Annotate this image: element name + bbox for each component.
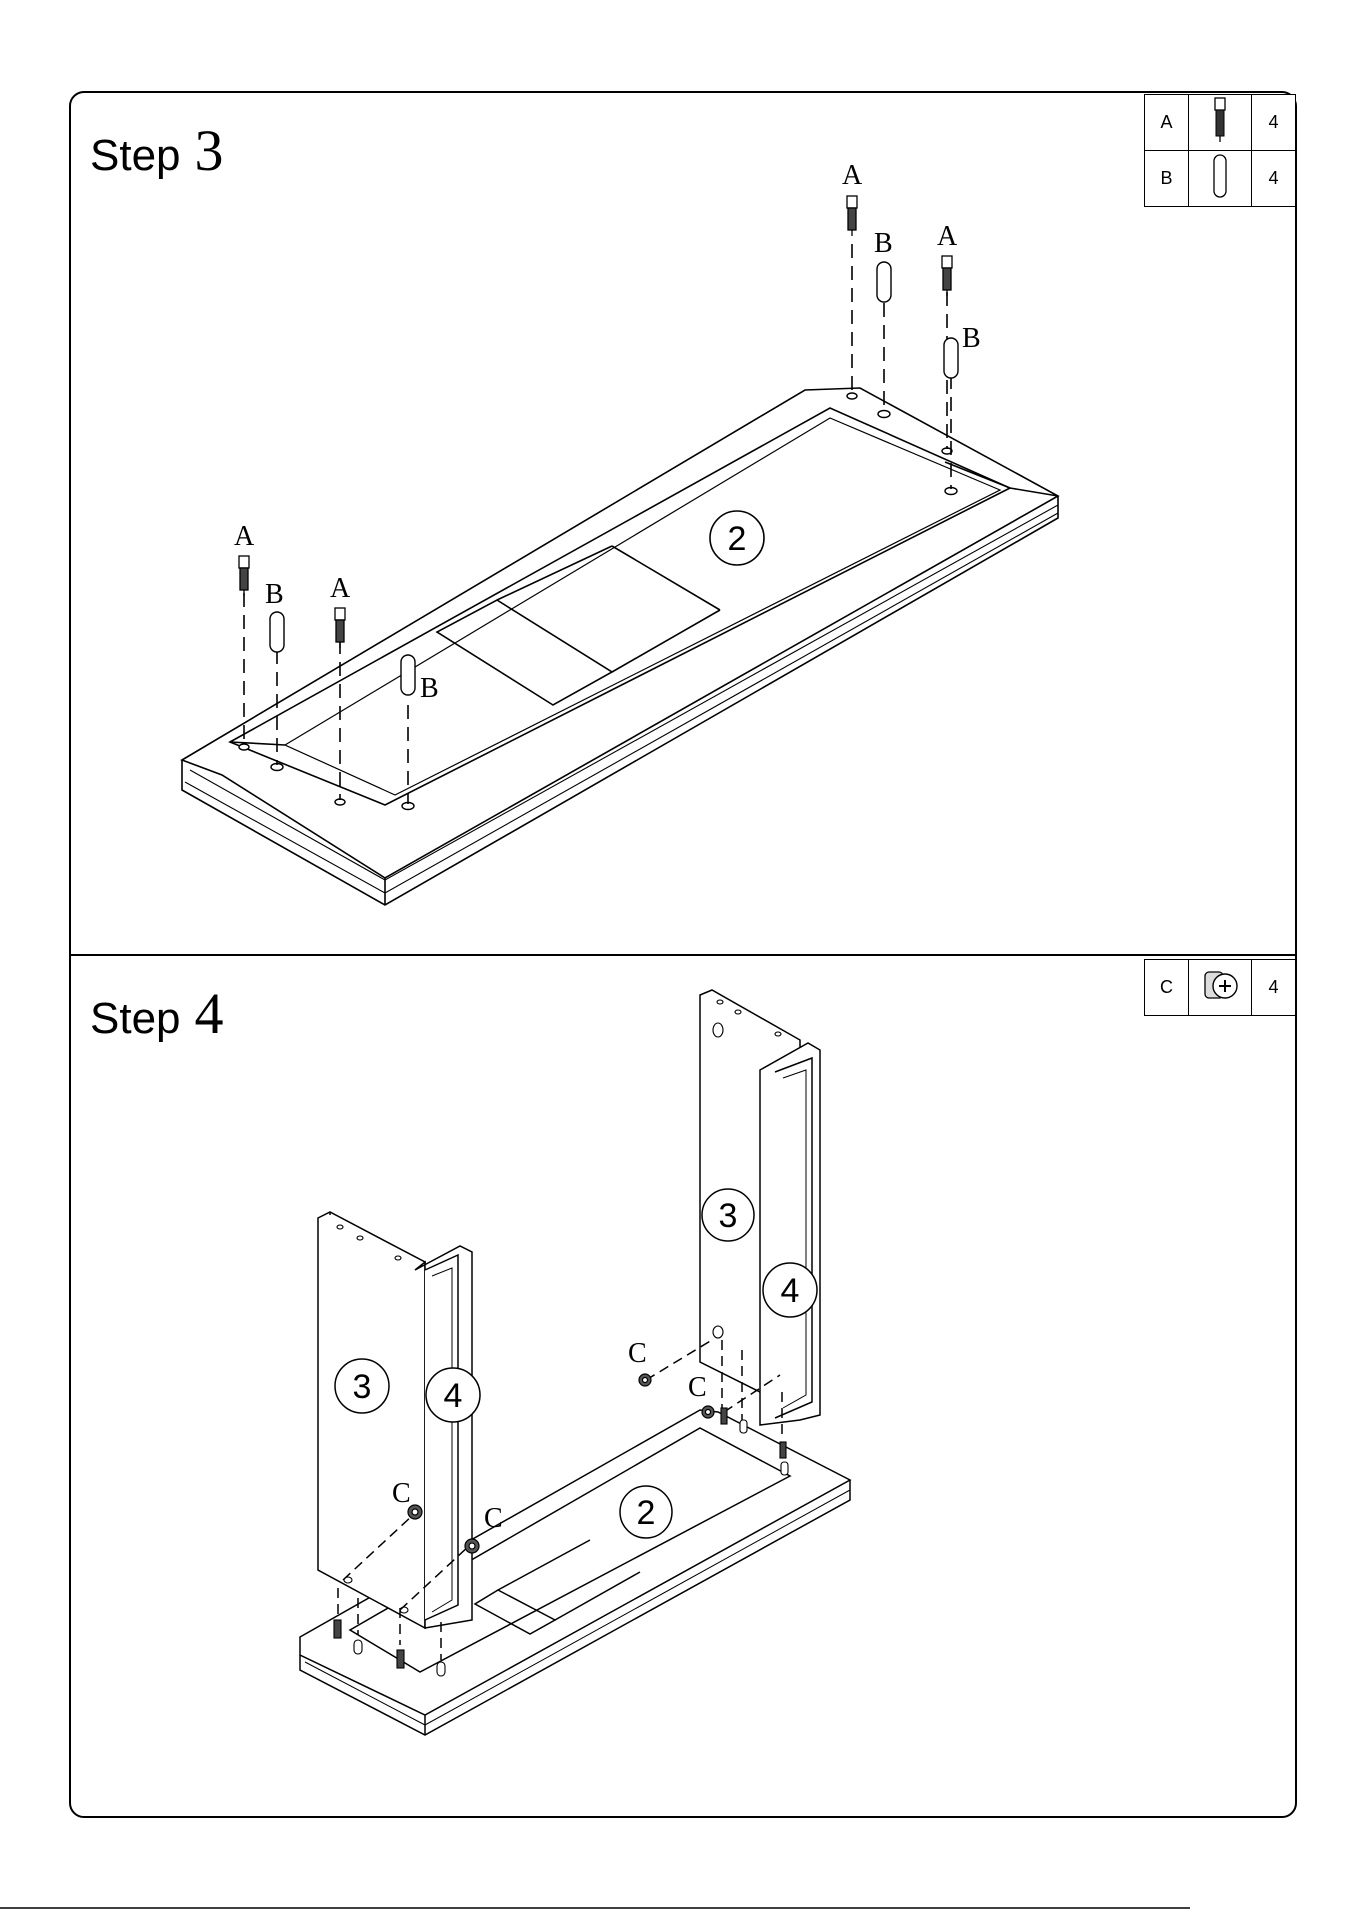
wooden-dowel-icon	[877, 262, 891, 302]
wooden-dowel-icon	[401, 655, 415, 695]
part-letter: C	[1145, 960, 1189, 1016]
parts-row-b: B 4	[1145, 151, 1296, 207]
parts-row-c: C 4	[1145, 960, 1296, 1016]
step3-panel-label: 2	[728, 520, 747, 558]
step4-word: Step	[90, 994, 181, 1043]
part-quantity: 4	[1252, 151, 1296, 207]
cam-lock-icon	[1197, 962, 1243, 1008]
cam-bolt-icon	[239, 556, 249, 596]
step3-dowels	[270, 262, 958, 695]
callout-b-right-outer: B	[874, 228, 893, 259]
cam-bolt-icon	[335, 608, 345, 648]
part-quantity: 4	[1252, 95, 1296, 151]
step4-left-leg-label: 4	[444, 1377, 463, 1415]
callout-c-right-side: C	[628, 1338, 647, 1369]
step3-parts-table: A 4 B 4	[1144, 94, 1296, 207]
part-picture	[1189, 960, 1252, 1016]
part-picture	[1189, 95, 1252, 151]
callout-a-right-inner: A	[937, 221, 958, 252]
callout-a-left-inner: A	[330, 573, 351, 604]
step4-parts-table: C 4	[1144, 959, 1296, 1016]
callout-a-left-outer: A	[234, 521, 255, 552]
step3-word: Step	[90, 131, 181, 180]
part-quantity: 4	[1252, 960, 1296, 1016]
base-top-outline	[182, 388, 1058, 878]
step3-base-panel	[182, 388, 1058, 905]
wooden-dowel-icon	[270, 612, 284, 652]
step3-number: 3	[195, 118, 224, 183]
part-letter: B	[1145, 151, 1189, 207]
part-letter: A	[1145, 95, 1189, 151]
center-rail	[437, 600, 612, 705]
wooden-dowel-icon	[944, 338, 958, 378]
step4-right-side-label: 3	[719, 1197, 738, 1235]
step3-guide-lines	[244, 244, 951, 804]
callout-c-right-leg: C	[688, 1372, 707, 1403]
step4-number: 4	[195, 981, 224, 1046]
cam-lock-icon	[639, 1374, 651, 1386]
cam-bolt-icon	[1210, 96, 1230, 144]
cam-lock-icon	[465, 1539, 479, 1553]
cam-bolt-icon	[847, 196, 857, 236]
wooden-dowel-icon	[1210, 152, 1230, 200]
callout-a-right-outer: A	[842, 160, 863, 191]
callout-b-right-inner: B	[962, 323, 981, 354]
step4-right-leg-label: 4	[781, 1272, 800, 1310]
parts-row-a: A 4	[1145, 95, 1296, 151]
cam-bolt-icon	[942, 256, 952, 296]
callout-b-left-outer: B	[265, 579, 284, 610]
callout-c-left-side: C	[392, 1478, 411, 1509]
callout-b-left-inner: B	[420, 673, 439, 704]
part-picture	[1189, 151, 1252, 207]
step4-base-label: 2	[637, 1494, 656, 1532]
step4-left-side-label: 3	[353, 1368, 372, 1406]
cam-lock-icon	[702, 1406, 714, 1418]
callout-c-left-leg: C	[484, 1503, 503, 1534]
